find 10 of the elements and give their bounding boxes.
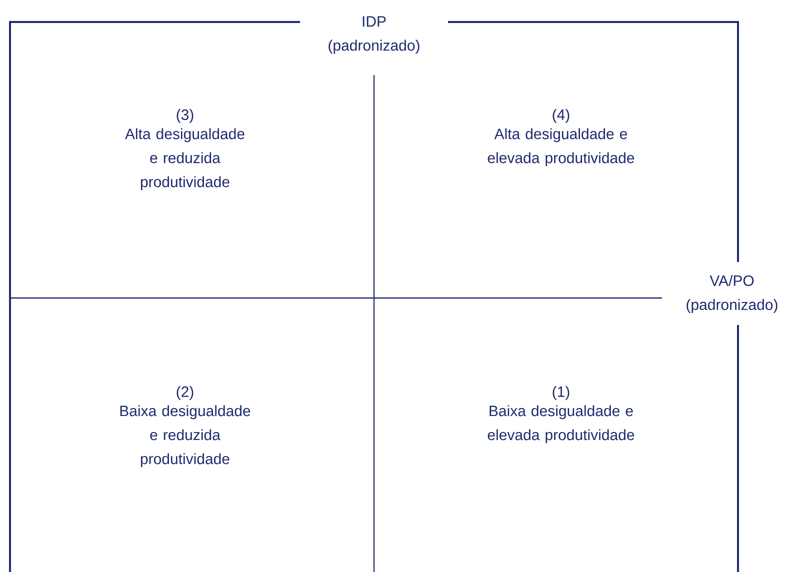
quadrant-number: (4) bbox=[552, 109, 570, 123]
quadrant-description: Alta desigualdade e elevada produtividade bbox=[488, 128, 634, 166]
quadrant-description: Alta desigualdade e reduzida produtividade bbox=[125, 128, 244, 190]
axis-label: IDP (padronizado) bbox=[328, 16, 420, 54]
quadrant-number: (2) bbox=[176, 386, 194, 400]
quadrant-number: (1) bbox=[552, 386, 570, 400]
quadrant-number: (3) bbox=[176, 109, 194, 123]
axis-label: VA/PO (padronizado) bbox=[686, 275, 778, 313]
quadrant-description: Baixa desigualdade e elevada produtividade bbox=[488, 405, 634, 444]
quadrant-description: Baixa desigualdade e reduzida produtividade bbox=[120, 405, 250, 468]
